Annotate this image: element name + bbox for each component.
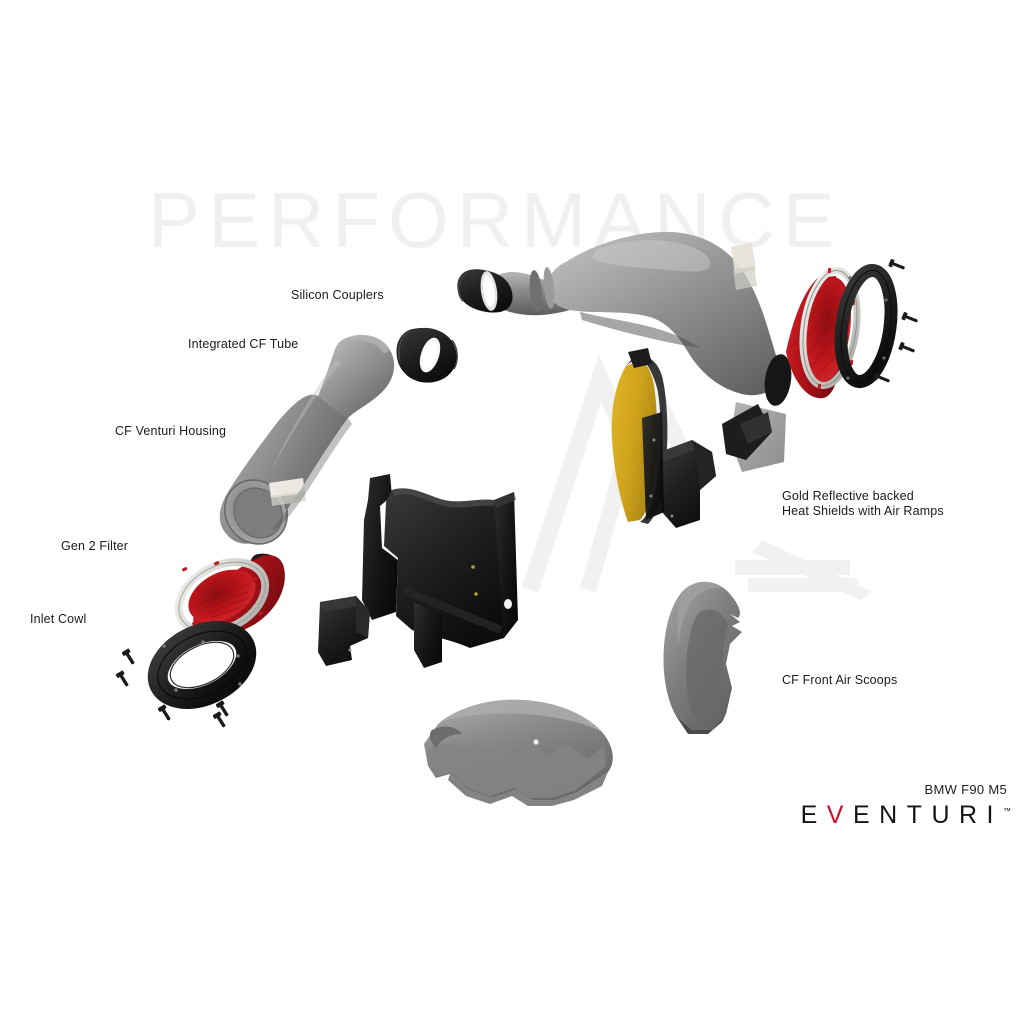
label-heat-shields: Gold Reflective backed Heat Shields with… (782, 489, 944, 518)
brand-model-name: BMW F90 M5 (924, 782, 1007, 797)
label-gen-2-filter: Gen 2 Filter (61, 539, 129, 553)
part-inlet-cowl-assembled (834, 263, 898, 389)
part-cf-air-scoop-right (663, 581, 742, 734)
part-inlet-cowl-loose (147, 621, 257, 709)
part-venturi-housing-assembled (489, 231, 780, 396)
trademark-symbol: ™ (1003, 806, 1011, 816)
part-heat-shield-black-small (318, 596, 370, 666)
part-silicon-coupler-loose (396, 327, 458, 383)
part-screws-assembled (873, 259, 918, 383)
part-gen2-filter-loose (174, 553, 285, 636)
part-venturi-housing-loose (219, 334, 395, 545)
label-integrated-cf-tube: Integrated CF Tube (188, 337, 299, 351)
eventuri-logo: EVENTURI™ (801, 801, 1011, 830)
label-inlet-cowl: Inlet Cowl (30, 612, 87, 626)
part-air-ramp-grey (722, 402, 786, 472)
branding-block: BMW F90 M5 EVENTURI™ (801, 782, 1011, 830)
part-heat-shield-black-main (362, 474, 518, 668)
part-silicon-coupler-assembled (457, 269, 513, 313)
label-cf-front-air-scoops: CF Front Air Scoops (782, 673, 898, 687)
logo-letter-e: E (800, 801, 827, 829)
logo-letter-v-red: V (826, 801, 853, 829)
label-cf-venturi-housing: CF Venturi Housing (115, 424, 227, 438)
part-cf-air-scoop-bottom (424, 699, 613, 806)
part-heat-shield-black-bracket-right (642, 412, 716, 528)
label-silicon-couplers: Silicon Couplers (291, 288, 384, 302)
part-screws-loose (115, 648, 229, 728)
logo-letters-enturi: ENTURI (852, 801, 1003, 829)
